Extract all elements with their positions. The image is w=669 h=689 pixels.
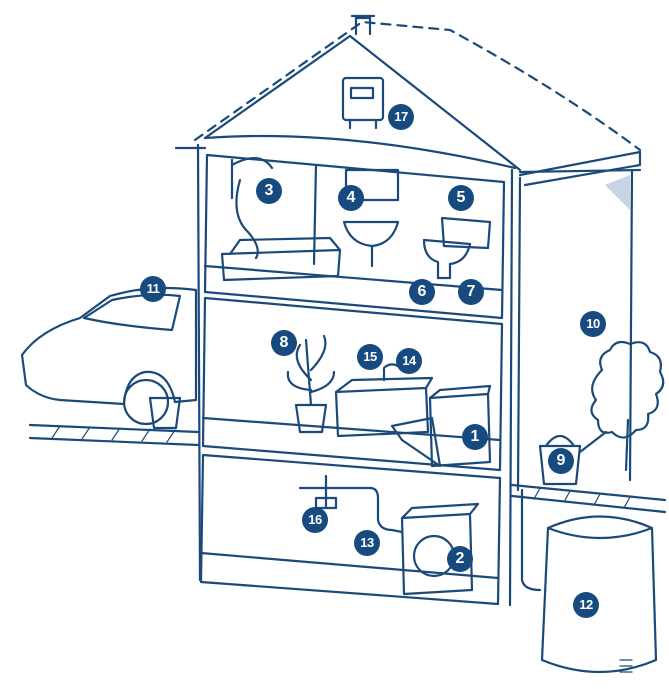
kitchen-counter bbox=[336, 378, 432, 436]
house-right-wall bbox=[510, 170, 512, 605]
rain-tank bbox=[542, 517, 656, 673]
callout-2: 2 bbox=[447, 546, 473, 572]
callout-8: 8 bbox=[271, 330, 297, 356]
roof-vent bbox=[352, 16, 374, 34]
callout-13: 13 bbox=[354, 530, 380, 556]
callout-9: 9 bbox=[548, 448, 574, 474]
shower-hose bbox=[236, 180, 257, 258]
callout-7: 7 bbox=[458, 279, 484, 305]
car-body bbox=[22, 288, 196, 404]
attic-gable bbox=[205, 36, 520, 170]
bathroom-divider bbox=[314, 165, 316, 264]
potted-plant bbox=[288, 336, 334, 432]
callout-17: 17 bbox=[388, 104, 414, 130]
callout-16: 16 bbox=[302, 507, 328, 533]
wash-basin bbox=[344, 222, 398, 266]
callout-1: 1 bbox=[462, 424, 488, 450]
house-left-wall bbox=[198, 145, 200, 580]
kitchen-tap bbox=[384, 364, 398, 380]
house-back-wall bbox=[518, 178, 520, 490]
callout-3: 3 bbox=[256, 178, 282, 204]
car-window bbox=[84, 295, 180, 330]
callout-10: 10 bbox=[580, 311, 606, 337]
boiler-display bbox=[351, 88, 373, 98]
car-wheel bbox=[124, 380, 168, 424]
bathtub bbox=[222, 238, 340, 280]
callout-15: 15 bbox=[357, 344, 383, 370]
callout-14: 14 bbox=[396, 348, 422, 374]
roof-dashed-outline bbox=[195, 22, 640, 150]
boiler-pipes bbox=[350, 120, 376, 128]
bathroom-floor bbox=[205, 266, 502, 290]
callout-5: 5 bbox=[448, 185, 474, 211]
kitchen-frame bbox=[203, 298, 502, 470]
callout-4: 4 bbox=[338, 185, 364, 211]
basement-frame bbox=[201, 455, 500, 604]
side-shading bbox=[605, 175, 630, 210]
kitchen-floor bbox=[203, 418, 500, 440]
callout-6: 6 bbox=[409, 279, 435, 305]
bush bbox=[591, 342, 663, 470]
attic-floor bbox=[205, 136, 515, 168]
callout-11: 11 bbox=[140, 276, 166, 302]
downpipe bbox=[522, 490, 540, 590]
callout-12: 12 bbox=[573, 592, 599, 618]
